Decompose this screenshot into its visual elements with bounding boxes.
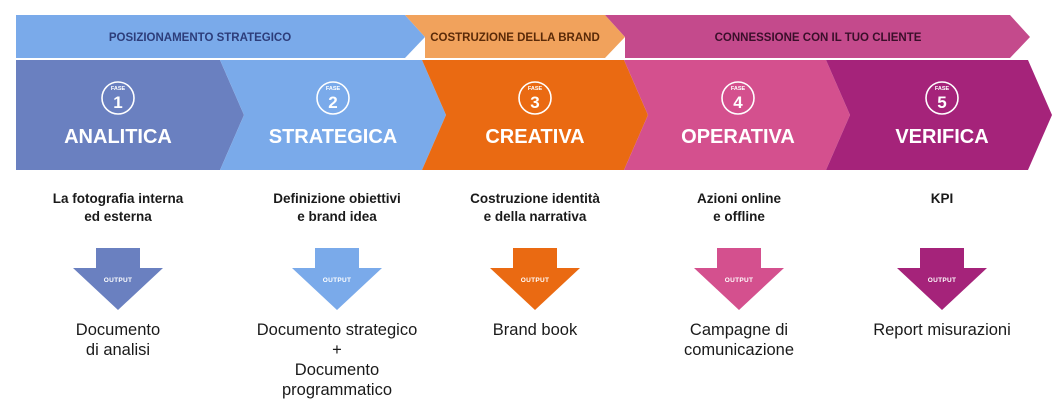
phase-5-output-arrow: OUTPUT bbox=[897, 248, 987, 310]
phase-3-result: Brand book bbox=[492, 321, 578, 339]
phase-5-output-label: OUTPUT bbox=[927, 277, 957, 284]
phase-2-description: Definizione obiettivi e brand idea bbox=[273, 191, 401, 224]
phase-1-result: Documento di analisi bbox=[75, 321, 161, 359]
phase-3-title: CREATIVA bbox=[485, 126, 584, 148]
phase-5-badge bbox=[925, 81, 959, 115]
phase-5-chevron bbox=[826, 60, 1052, 170]
phase-1-title: ANALITICA bbox=[64, 126, 172, 148]
phase-5-description: KPI bbox=[930, 191, 954, 206]
phase-3-column: Costruzione identità e della narrativa O… bbox=[425, 190, 645, 340]
phase-4-number: 4 bbox=[733, 93, 743, 112]
phase-2-fase-label: FASE bbox=[326, 86, 341, 92]
phase-1-output-arrow: OUTPUT bbox=[73, 248, 163, 310]
phase-banner: POSIZIONAMENTO STRATEGICO COSTRUZIONE DE… bbox=[16, 15, 1052, 170]
phase-2-output-arrow: OUTPUT bbox=[292, 248, 382, 310]
phase-3-badge bbox=[518, 81, 552, 115]
band-connessione bbox=[605, 15, 1030, 58]
phase-4-title: OPERATIVA bbox=[681, 126, 795, 148]
phase-4-chevron bbox=[624, 60, 850, 170]
phase-5-result: Report misurazioni bbox=[873, 321, 1011, 339]
phase-4-description: Azioni online e offline bbox=[697, 191, 781, 224]
phase-5-number: 5 bbox=[937, 93, 946, 112]
phase-1-fase-label: FASE bbox=[111, 86, 126, 92]
band-posizionamento bbox=[16, 15, 425, 58]
phase-3-output-arrow: OUTPUT bbox=[490, 248, 580, 310]
phase-2-result: Documento strategico + Documento program… bbox=[256, 321, 418, 399]
band-posizionamento-label: POSIZIONAMENTO STRATEGICO bbox=[109, 32, 291, 44]
phase-1-badge bbox=[101, 81, 135, 115]
band-connessione-label: CONNESSIONE CON IL TUO CLIENTE bbox=[715, 32, 922, 44]
phase-1-column: La fotografia interna ed esterna OUTPUT … bbox=[8, 190, 228, 360]
phase-3-output-label: OUTPUT bbox=[520, 277, 550, 284]
phase-2-number: 2 bbox=[328, 93, 337, 112]
phase-1-output-label: OUTPUT bbox=[103, 277, 133, 284]
phase-4-result: Campagne di comunicazione bbox=[683, 321, 795, 359]
phase-4-column: Azioni online e offline OUTPUT Campagne … bbox=[629, 190, 849, 360]
phase-3-description: Costruzione identità e della narrativa bbox=[470, 191, 600, 224]
phase-2-output-label: OUTPUT bbox=[322, 277, 352, 284]
phase-2-column: Definizione obiettivi e brand idea OUTPU… bbox=[227, 190, 447, 400]
phase-5-column: KPI OUTPUT Report misurazioni bbox=[832, 190, 1052, 340]
phase-4-badge bbox=[721, 81, 755, 115]
phase-4-output-arrow: OUTPUT bbox=[694, 248, 784, 310]
phase-2-badge bbox=[316, 81, 350, 115]
phase-3-chevron bbox=[422, 60, 648, 170]
phase-4-fase-label: FASE bbox=[731, 86, 746, 92]
phase-5-title: VERIFICA bbox=[895, 126, 988, 148]
band-costruzione-label: COSTRUZIONE DELLA BRAND bbox=[430, 32, 600, 44]
phase-1-description: La fotografia interna ed esterna bbox=[52, 191, 184, 224]
phase-5-fase-label: FASE bbox=[935, 86, 950, 92]
phase-1-number: 1 bbox=[113, 93, 122, 112]
band-costruzione bbox=[405, 15, 625, 58]
phase-4-output-label: OUTPUT bbox=[724, 277, 754, 284]
phase-2-title: STRATEGICA bbox=[269, 126, 398, 148]
phase-2-chevron bbox=[220, 60, 446, 170]
phase-3-number: 3 bbox=[530, 93, 539, 112]
phase-3-fase-label: FASE bbox=[528, 86, 543, 92]
phase-1-chevron bbox=[16, 60, 244, 170]
